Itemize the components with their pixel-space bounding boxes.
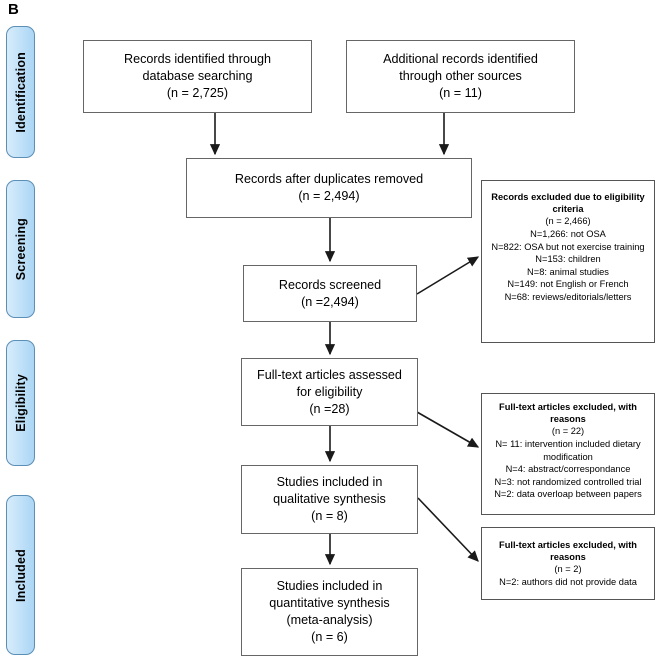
box-line: (n = 2,494) [298, 189, 360, 203]
stage-tab-screening: Screening [6, 180, 35, 318]
edge-fulltext-to-excluded22 [416, 411, 480, 448]
box-qualitative-synthesis: Studies included in qualitative synthesi… [241, 465, 418, 534]
box-line: Records after duplicates removed [234, 172, 424, 186]
box-line: qualitative synthesis [273, 492, 386, 506]
box-line: (n =28) [309, 401, 350, 416]
excl-line: N=822: OSA but not exercise training [491, 241, 645, 252]
box-additional-records: Additional records identified through ot… [346, 40, 575, 113]
edge-screened-to-excluded [416, 256, 480, 295]
stage-tab-label: Eligibility [13, 374, 28, 432]
excl-line: N=8: animal studies [527, 266, 609, 277]
excl-line: N=2: data overloap between papers [494, 489, 642, 500]
box-line: (n = 11) [439, 86, 482, 100]
box-line: (meta-analysis) [286, 613, 373, 627]
box-fulltext-excluded-22: Full-text articles excluded, with reason… [481, 393, 655, 515]
excl-line: N= 11: intervention included dietary [495, 439, 641, 449]
panel-letter: B [8, 1, 20, 18]
excl-line: (n = 2,466) [545, 216, 591, 227]
excl-line: (n = 2) [554, 564, 582, 575]
excl-line: N=1,266: not OSA [530, 229, 606, 239]
box-quantitative-synthesis: Studies included in quantitative synthes… [241, 568, 418, 656]
box-line: database searching [142, 69, 253, 83]
excl-heading-line: criteria [552, 204, 584, 215]
excl-line: N=4: abstract/correspondance [505, 464, 631, 475]
box-line: quantitative synthesis [269, 596, 390, 610]
box-line: Records screened [278, 277, 382, 292]
stage-tab-eligibility: Eligibility [6, 340, 35, 466]
excl-line: N=149: not English or French [507, 279, 629, 290]
box-line: for eligibility [296, 384, 363, 399]
box-fulltext-excluded-2: Full-text articles excluded, with reason… [481, 527, 655, 600]
box-fulltext-assessed: Full-text articles assessed for eligibil… [241, 358, 418, 426]
box-line: Additional records identified [383, 52, 538, 66]
excl-heading-line: Records excluded due to eligibility [491, 192, 645, 202]
excl-line: N=3: not randomized controlled trial [494, 476, 642, 487]
excl-line: N=153: children [535, 254, 601, 265]
box-line: through other sources [399, 69, 522, 83]
stage-tab-label: Included [13, 548, 28, 602]
stage-tab-label: Screening [13, 217, 28, 281]
box-line: Studies included in [276, 579, 383, 593]
box-line: (n = 8) [311, 509, 348, 523]
excl-line: N=68: reviews/editorials/letters [504, 291, 632, 302]
excl-line: modification [543, 451, 593, 462]
box-line: Records identified through [123, 52, 272, 66]
stage-tab-label: Identification [13, 51, 28, 133]
box-records-screened: Records screened (n =2,494) [243, 265, 417, 322]
excl-line: (n = 22) [551, 426, 585, 437]
box-line: (n = 2,725) [166, 86, 229, 100]
excl-heading-line: Full-text articles excluded, with [499, 402, 637, 412]
box-line: (n =2,494) [301, 294, 359, 309]
stage-tab-included: Included [6, 495, 35, 655]
box-line: Studies included in [276, 475, 383, 489]
excl-heading-line: reasons [550, 551, 586, 562]
excl-heading-line: Full-text articles excluded, with [499, 539, 637, 550]
box-line: (n = 6) [311, 630, 348, 644]
box-line: Full-text articles assessed [257, 367, 402, 382]
edge-qualitative-to-excluded2 [417, 497, 479, 562]
excl-line: N=2: authors did not provide data [499, 576, 637, 587]
box-records-identified: Records identified through database sear… [83, 40, 312, 113]
box-records-after-duplicates: Records after duplicates removed (n = 2,… [186, 158, 472, 218]
stage-tab-identification: Identification [6, 26, 35, 158]
box-records-excluded: Records excluded due to eligibility crit… [481, 180, 655, 343]
excl-heading-line: reasons [550, 414, 586, 425]
